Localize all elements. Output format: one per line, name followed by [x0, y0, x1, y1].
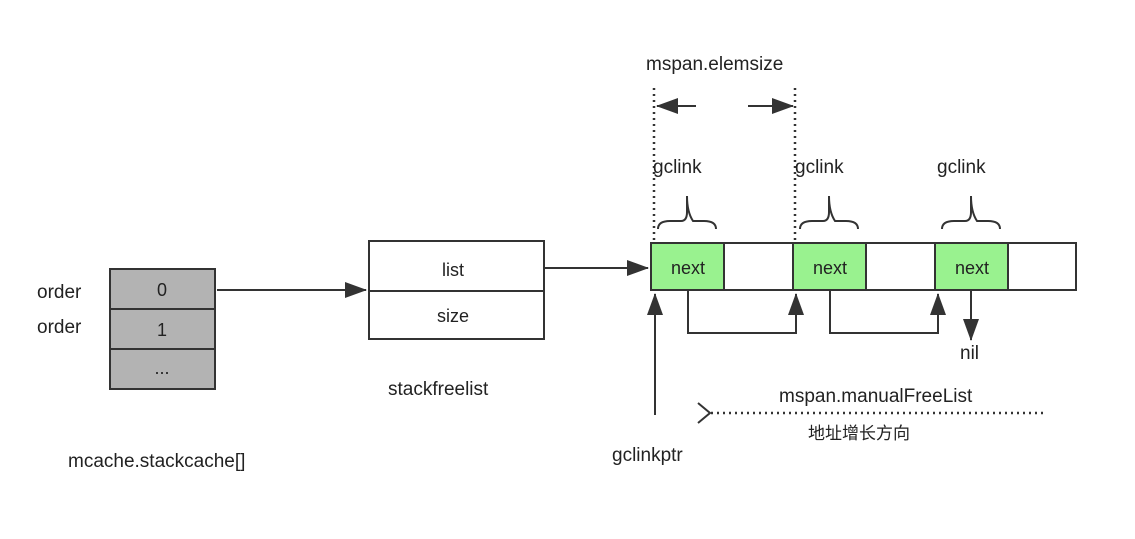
- next-label-1: next: [813, 258, 847, 278]
- order-label-0: order: [37, 282, 82, 303]
- stackfreelist-struct: list size: [368, 240, 545, 340]
- gclink-brace-2: [941, 195, 1001, 230]
- stackfreelist-size-label: size: [437, 306, 469, 326]
- gclink-label-2: gclink: [937, 157, 986, 178]
- stackcache-cell-0: [109, 268, 216, 310]
- nil-label: nil: [960, 343, 979, 364]
- address-growth-label: 地址增长方向: [808, 424, 910, 444]
- stackcache-cell-1-label: 1: [157, 320, 167, 340]
- stackcache-title: mcache.stackcache[]: [68, 451, 245, 472]
- next-label-0: next: [671, 258, 705, 278]
- order-label-1: order: [37, 317, 82, 338]
- manual-free-list-label: mspan.manualFreeList: [779, 386, 973, 407]
- next-label-2: next: [955, 258, 989, 278]
- gclink-label-1: gclink: [795, 157, 844, 178]
- stackfreelist-list-label: list: [442, 260, 464, 280]
- gclink-label-0: gclink: [653, 157, 702, 178]
- stackfreelist-field-size: [368, 290, 545, 340]
- next-link-1-to-2: [829, 290, 946, 334]
- gclink-brace-0: [657, 195, 717, 230]
- elemsize-label: mspan.elemsize: [646, 54, 783, 75]
- stackcache-cell-more-label: ...: [154, 358, 169, 378]
- stackcache-array: 0 1 ...: [109, 268, 216, 390]
- next-cell-0: [650, 242, 725, 291]
- gclinkptr-label: gclinkptr: [612, 445, 683, 466]
- stackfreelist-title: stackfreelist: [388, 379, 489, 400]
- stackcache-cell-0-label: 0: [157, 280, 167, 300]
- mspan-memory: next next next: [650, 242, 1077, 291]
- next-link-0-to-1: [687, 290, 804, 334]
- gclink-brace-1: [799, 195, 859, 230]
- stackcache-cell-more: [109, 348, 216, 390]
